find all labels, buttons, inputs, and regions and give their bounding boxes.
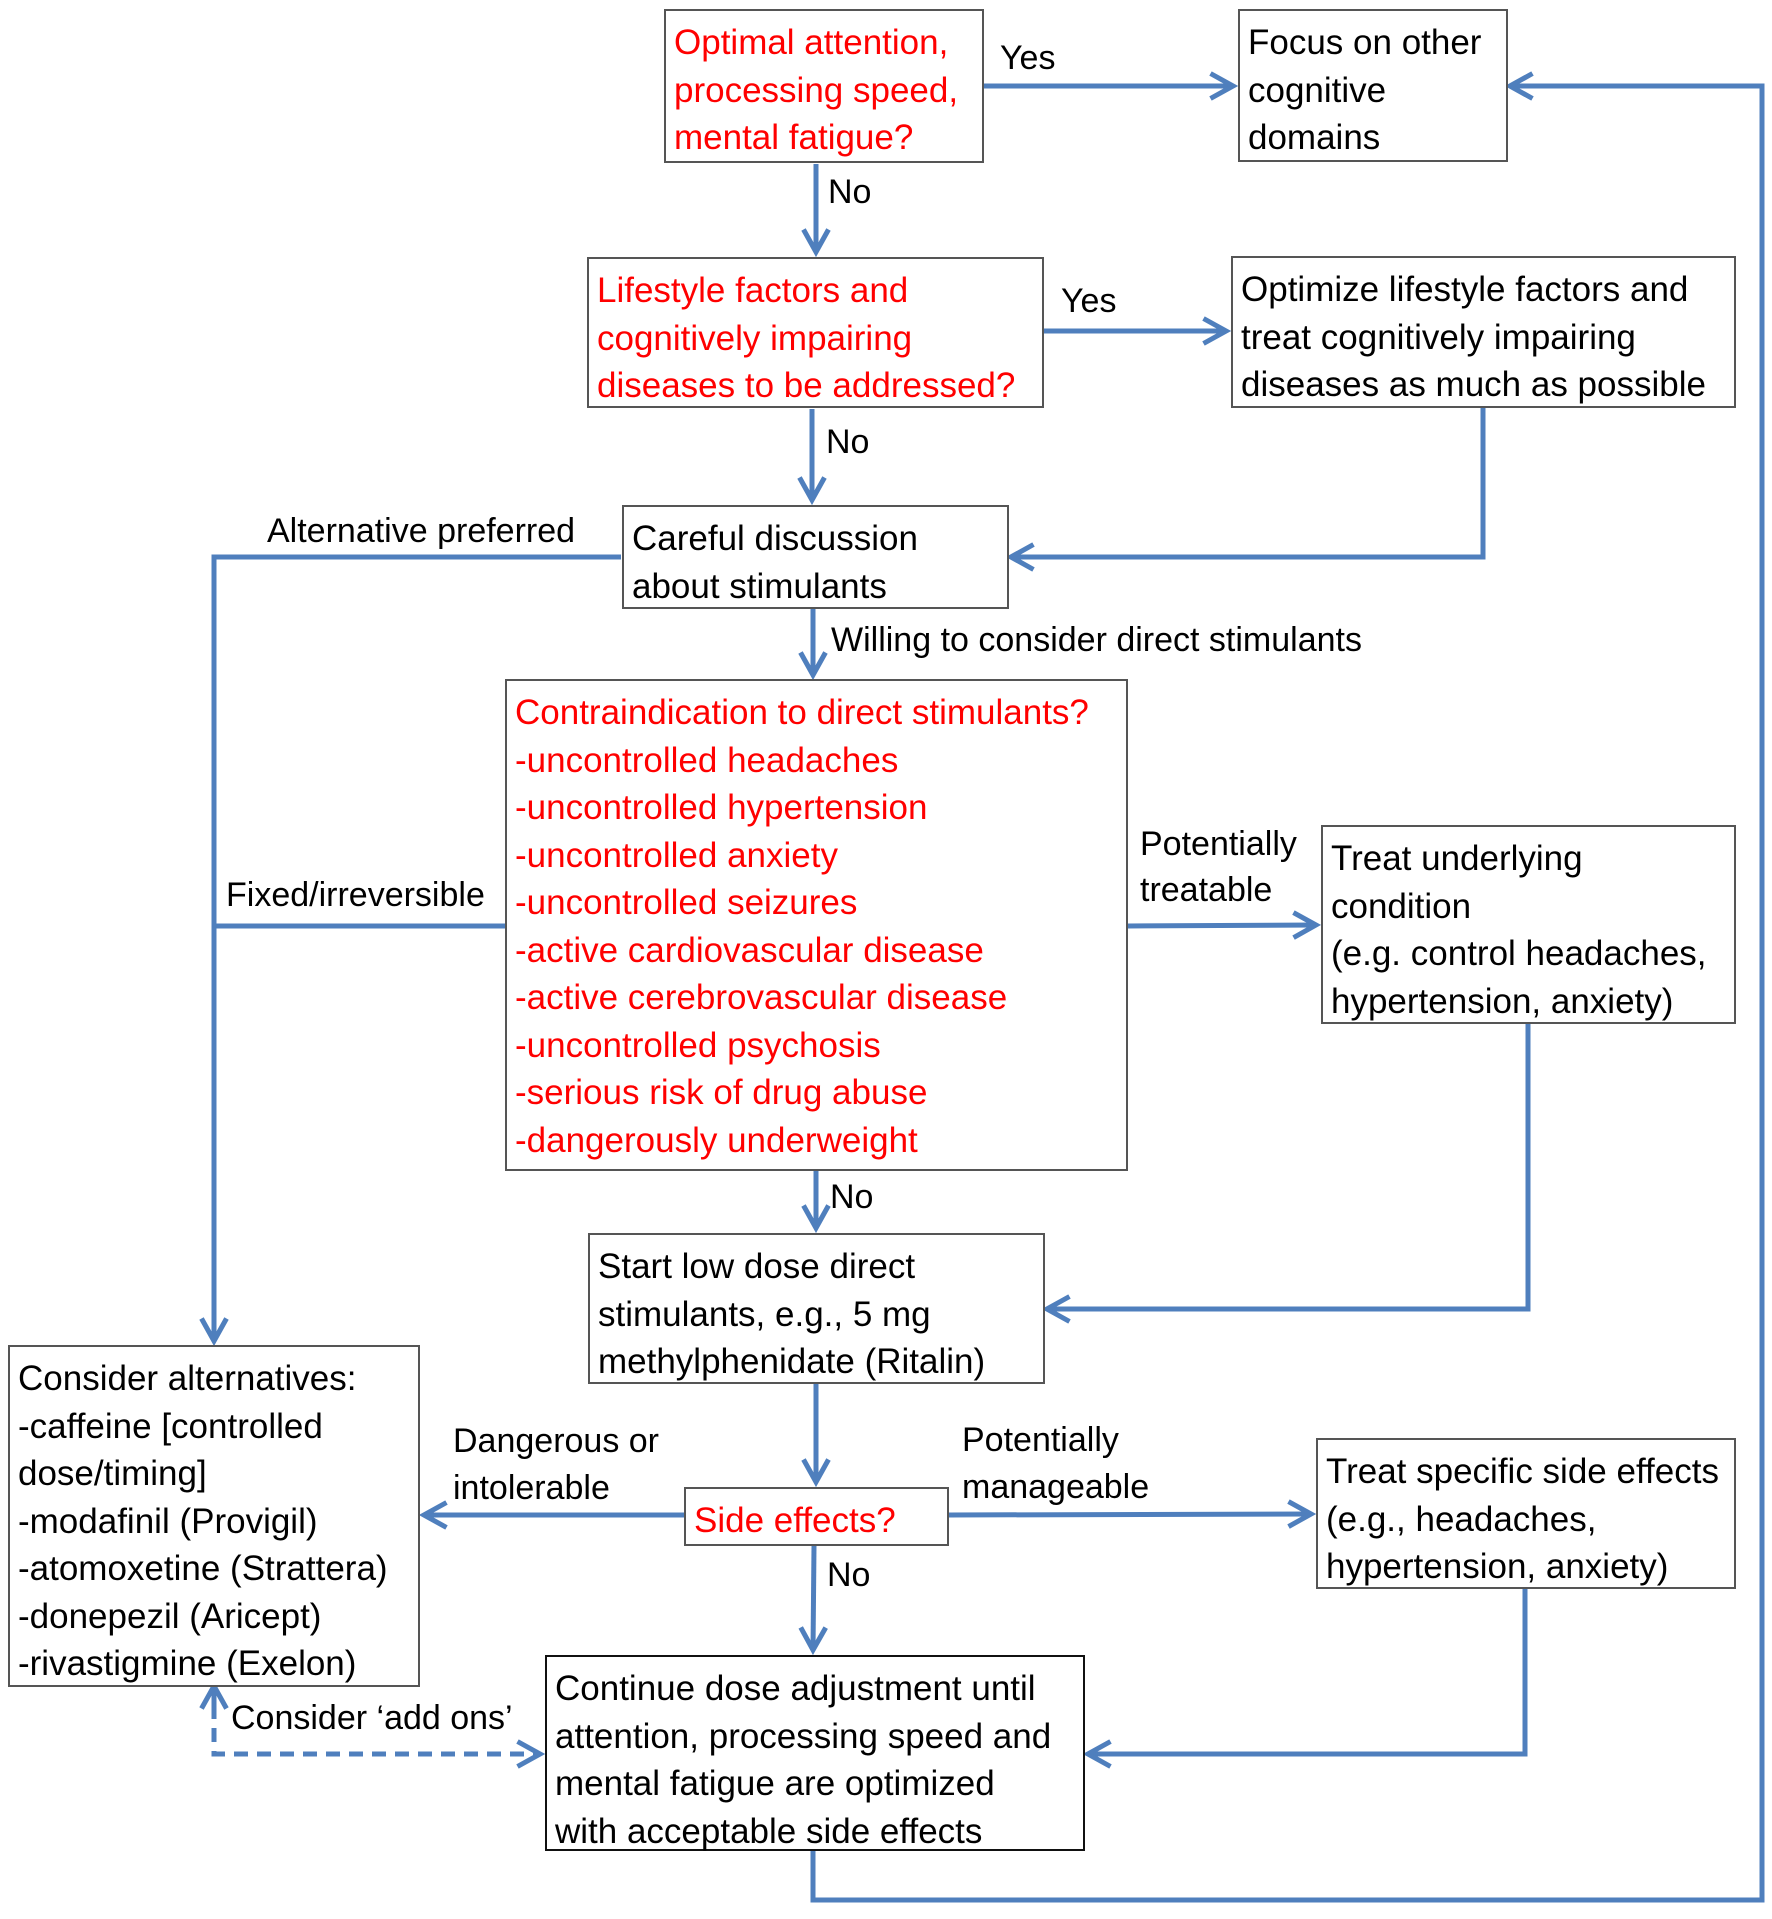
- node-line: dose/timing]: [18, 1454, 207, 1493]
- arrow-contraindication-to-treat-underlying: [1127, 925, 1316, 926]
- edge-label-no: No: [830, 1178, 874, 1216]
- edge-label-potentially-treatable: treatable: [1140, 871, 1273, 909]
- start-low-dose-box: Start low dose direct stimulants, e.g., …: [588, 1233, 1045, 1384]
- node-line: Treat specific side effects: [1326, 1452, 1719, 1491]
- node-line: Focus on other: [1248, 23, 1482, 62]
- node-line: hypertension, anxiety): [1331, 981, 1674, 1021]
- treat-underlying-condition-box: Treat underlying condition (e.g. control…: [1321, 825, 1736, 1024]
- node-line: about stimulants: [632, 566, 887, 606]
- lifestyle-factors-question: Lifestyle factors and cognitively impair…: [587, 257, 1044, 408]
- node-line: mental fatigue are optimized: [555, 1764, 995, 1803]
- node-line: -uncontrolled anxiety: [515, 835, 838, 875]
- node-line: (e.g. control headaches,: [1331, 934, 1707, 973]
- node-line: with acceptable side effects: [555, 1811, 983, 1851]
- node-line: -dangerously underweight: [515, 1120, 918, 1160]
- optimal-attention-question: Optimal attention, processing speed, men…: [664, 9, 984, 163]
- consider-alternatives-box: Consider alternatives: -caffeine [contro…: [8, 1345, 420, 1687]
- side-effects-question: Side effects?: [684, 1487, 949, 1546]
- node-line: -active cardiovascular disease: [515, 930, 984, 970]
- node-line: Lifestyle factors and: [597, 271, 909, 310]
- node-line: domains: [1248, 118, 1381, 157]
- node-line: -active cerebrovascular disease: [515, 978, 1008, 1017]
- contraindication-question: Contraindication to direct stimulants? -…: [505, 679, 1128, 1171]
- node-line: Contraindication to direct stimulants?: [515, 693, 1089, 732]
- node-line: Optimize lifestyle factors and: [1241, 270, 1689, 309]
- edge-label-no: No: [827, 1556, 871, 1594]
- arrow-continue-loop-to-focus: [810, 86, 1765, 1903]
- node-line: hypertension, anxiety): [1326, 1547, 1669, 1586]
- edge-label-no: No: [828, 173, 872, 211]
- node-line: Treat underlying: [1331, 839, 1583, 878]
- node-line: (e.g., headaches,: [1326, 1499, 1597, 1539]
- node-line: -donepezil (Aricept): [18, 1596, 322, 1636]
- node-line: diseases to be addressed?: [597, 366, 1016, 405]
- arrow-optimize-to-discussion: [1011, 408, 1486, 557]
- node-line: -serious risk of drug abuse: [515, 1073, 928, 1112]
- node-line: Careful discussion: [632, 519, 918, 558]
- edge-label-no: No: [826, 423, 870, 461]
- node-line: Continue dose adjustment until: [555, 1669, 1036, 1708]
- node-line: -uncontrolled seizures: [515, 883, 858, 922]
- arrow-side-effects-to-treat-side: [948, 1514, 1311, 1515]
- edge-label-potentially-manageable: Potentially: [962, 1421, 1119, 1459]
- edge-label-willing-stimulants: Willing to consider direct stimulants: [831, 621, 1362, 659]
- dashed-add-ons-connector: [211, 1705, 540, 1754]
- node-line: condition: [1331, 886, 1472, 926]
- node-line: cognitively impairing: [597, 318, 913, 358]
- node-line: Side effects?: [694, 1501, 896, 1540]
- arrow-side-effects-to-continue: [813, 1545, 814, 1650]
- node-line: -modafinil (Provigil): [18, 1501, 318, 1541]
- edge-label-alternative-preferred: Alternative preferred: [267, 512, 576, 550]
- edge-label-potentially-treatable: Potentially: [1140, 825, 1297, 863]
- node-line: -uncontrolled hypertension: [515, 788, 928, 827]
- node-line: attention, processing speed and: [555, 1716, 1052, 1756]
- arrow-treat-side-to-continue: [1088, 1589, 1528, 1754]
- node-line: diseases as much as possible: [1241, 365, 1706, 404]
- node-line: -rivastigmine (Exelon): [18, 1644, 357, 1683]
- node-line: methylphenidate (Ritalin): [598, 1342, 986, 1381]
- arrow-treat-underlying-to-start: [1047, 1023, 1531, 1309]
- node-line: -uncontrolled psychosis: [515, 1025, 881, 1065]
- node-line: -atomoxetine (Strattera): [18, 1549, 388, 1588]
- node-line: Start low dose direct: [598, 1247, 916, 1286]
- edge-label-consider-add-ons: Consider ‘add ons’: [231, 1699, 513, 1737]
- optimize-lifestyle-box: Optimize lifestyle factors and treat cog…: [1231, 256, 1736, 408]
- node-line: Optimal attention,: [674, 23, 949, 62]
- node-line: cognitive: [1248, 70, 1387, 110]
- node-line: -uncontrolled headaches: [515, 740, 899, 780]
- node-line: treat cognitively impairing: [1241, 317, 1636, 357]
- focus-other-domains-box: Focus on other cognitive domains: [1238, 9, 1508, 162]
- node-line: mental fatigue?: [674, 118, 914, 157]
- edge-label-yes: Yes: [1000, 39, 1056, 77]
- node-line: Consider alternatives:: [18, 1359, 357, 1398]
- treat-side-effects-box: Treat specific side effects (e.g., heada…: [1316, 1438, 1736, 1589]
- node-line: -caffeine [controlled: [18, 1406, 323, 1446]
- edge-label-yes: Yes: [1061, 282, 1117, 320]
- node-line: processing speed,: [674, 70, 959, 110]
- arrow-discussion-to-alternatives: [214, 554, 621, 1341]
- node-line: stimulants, e.g., 5 mg: [598, 1294, 931, 1334]
- edge-label-dangerous-intolerable: intolerable: [453, 1469, 610, 1507]
- continue-dose-adjustment-box: Continue dose adjustment until attention…: [545, 1655, 1085, 1851]
- edge-label-dangerous-intolerable: Dangerous or: [453, 1422, 660, 1460]
- edge-label-fixed-irreversible: Fixed/irreversible: [226, 876, 485, 914]
- edge-label-potentially-manageable: manageable: [962, 1468, 1150, 1506]
- careful-discussion-box: Careful discussion about stimulants: [622, 505, 1009, 609]
